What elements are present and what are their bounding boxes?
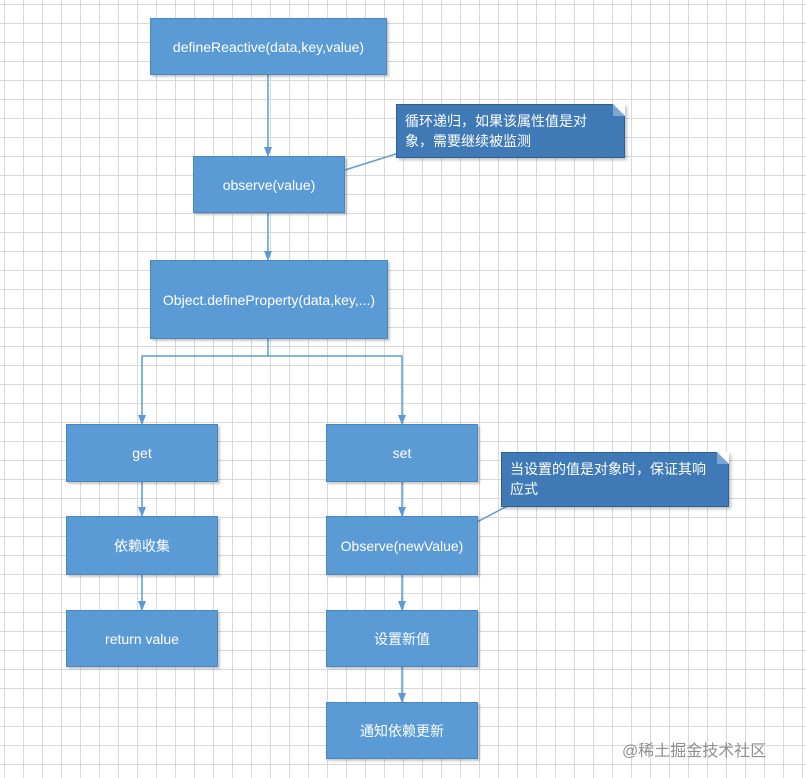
- arrow-define-property-to-get: [138, 339, 269, 425]
- set-new-value-node: 设置新值: [326, 610, 478, 667]
- get-node: get: [66, 424, 218, 482]
- watermark: @稀土掘金技术社区: [622, 743, 767, 760]
- return-value-node: return value: [66, 610, 218, 667]
- define-property-node: Object.defineProperty(data,key,...): [150, 260, 388, 339]
- set-node: set: [326, 424, 478, 482]
- define-reactive-node: defineReactive(data,key,value): [150, 18, 387, 75]
- callout-reactive-set: 当设置的值是对象时，保证其响应式: [501, 452, 729, 507]
- observe-new-value-node: Observe(newValue): [326, 516, 478, 575]
- observe-node: observe(value): [193, 156, 345, 213]
- notify-deps-node: 通知依赖更新: [326, 702, 478, 759]
- callout-reactive-text: 当设置的值是对象时，保证其响应式: [510, 461, 706, 497]
- arrow-define-property-to-set: [268, 355, 406, 425]
- callout-recursive-text: 循环递归，如果该属性值是对象，需要继续被监测: [405, 113, 587, 149]
- callout-recursive-observe: 循环递归，如果该属性值是对象，需要继续被监测: [396, 104, 625, 158]
- page-fold-icon: [717, 452, 729, 464]
- page-fold-icon: [613, 104, 625, 116]
- dep-collect-node: 依赖收集: [66, 516, 218, 575]
